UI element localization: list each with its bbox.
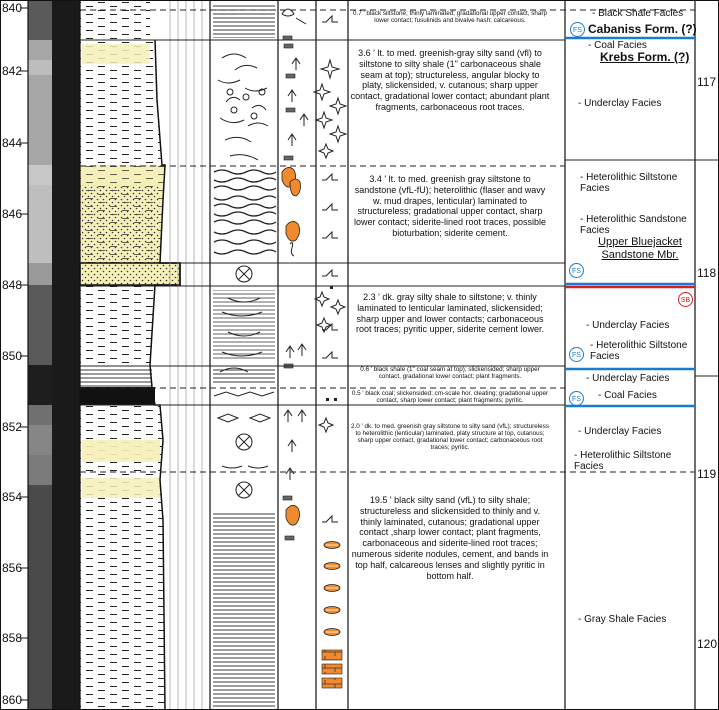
facies-label: - Coal Facies xyxy=(598,390,657,401)
plant-fragment-icon xyxy=(282,35,296,541)
pyrite-crystal-icon xyxy=(312,58,348,434)
bed-description: 0.5 ' black coal; slickensided; cm-scale… xyxy=(351,390,549,404)
facies-label: - Gray Shale Facies xyxy=(578,614,667,625)
flooding-surface-badge: FS xyxy=(569,263,584,278)
depth-label: 840 xyxy=(2,1,23,15)
color-column xyxy=(28,0,52,710)
depth-label: 860 xyxy=(2,693,23,707)
bed-description: 3.6 ' lt. to med. greenish-gray silty sa… xyxy=(350,48,550,112)
core-photo-column xyxy=(52,0,80,710)
bed-description: 0.7 ' black siltstone; thinly laminated;… xyxy=(352,10,548,24)
depth-label: 842 xyxy=(2,64,23,78)
facies-label: - Heterolithic Siltstone Facies xyxy=(590,340,688,362)
depth-label: 846 xyxy=(2,207,23,221)
flooding-surface-badge: FS xyxy=(569,391,584,406)
facies-label: - Heterolithic Siltstone Facies xyxy=(580,172,678,194)
depth-label: 858 xyxy=(2,631,23,645)
bed-description: 0.6 ' black shale (1" coal seam at top);… xyxy=(360,366,540,380)
facies-label: - Coal Facies xyxy=(588,40,647,51)
core-box-number: 118 xyxy=(697,266,717,280)
facies-label: - Underclay Facies xyxy=(578,426,662,437)
lithology-column xyxy=(79,0,181,710)
sequence-boundary-badge: SB xyxy=(678,292,693,307)
depth-label: 844 xyxy=(2,136,23,150)
core-box-number: 120 xyxy=(697,637,718,651)
core-box-number: 117 xyxy=(697,75,717,89)
bed-description: 2.0 ' dk. to med. greenish gray siltston… xyxy=(351,423,549,451)
bed-description: 19.5 ' black silty sand (vfL) to silty s… xyxy=(351,495,549,581)
flooding-surface-badge: FS xyxy=(569,347,584,362)
facies-label: - Heterolithic Siltstone Facies xyxy=(574,450,672,472)
column-grid xyxy=(169,0,203,710)
column-borders xyxy=(27,0,696,710)
depth-axis xyxy=(20,7,28,701)
sequence-surfaces xyxy=(565,36,695,408)
facies-label: - Underclay Facies xyxy=(578,98,662,109)
facies-label: - Heterolithic Sandstone Facies xyxy=(580,214,687,236)
facies-label: - Underclay Facies xyxy=(586,373,670,384)
diagenesis-column xyxy=(312,14,348,689)
flooding-surface-badge: FS xyxy=(570,22,585,37)
facies-label: - Underclay Facies xyxy=(586,320,670,331)
siderite-nodule-icon xyxy=(281,167,301,526)
core-box-number: 119 xyxy=(697,467,717,481)
depth-label: 852 xyxy=(2,420,23,434)
accessory-column xyxy=(281,8,309,541)
depth-label: 856 xyxy=(2,561,23,575)
formation-label: Krebs Form. (?) xyxy=(600,50,690,64)
depth-label: 850 xyxy=(2,349,23,363)
formation-label: Cabaniss Form. (?) xyxy=(588,22,697,36)
depth-label: 854 xyxy=(2,490,23,504)
bed-boundaries-solid xyxy=(80,39,719,406)
bed-description: 2.3 ' dk. gray silty shale to siltstone;… xyxy=(355,292,545,335)
bioturbation-icon xyxy=(289,242,295,257)
bivalve-icon xyxy=(281,8,307,25)
root-trace-icon xyxy=(283,57,309,480)
bed-boundaries xyxy=(80,9,695,473)
sedimentary-structures-column xyxy=(213,4,277,710)
facies-label: - Black Shale Facies xyxy=(592,8,684,19)
depth-label: 848 xyxy=(2,278,23,292)
bed-description: 3.4 ' lt. to med. greenish gray siltston… xyxy=(353,174,547,238)
member-label: Upper Bluejacket Sandstone Mbr. xyxy=(598,236,682,261)
